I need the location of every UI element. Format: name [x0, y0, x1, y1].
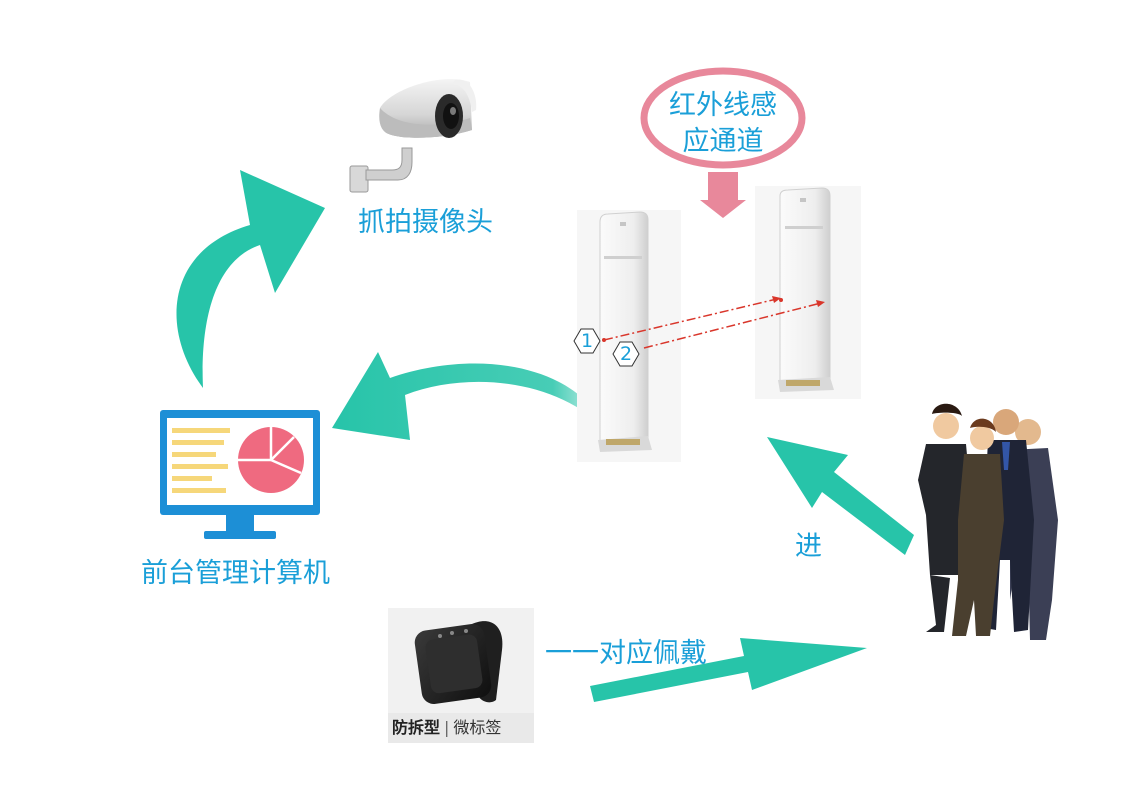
- tag-name: 微标签: [453, 718, 502, 737]
- infrared-beams: [603, 296, 826, 349]
- channel-label-line1: 红外线感: [669, 90, 777, 121]
- infrared-gate-right: [755, 186, 861, 399]
- camera-label: 抓拍摄像头: [358, 207, 493, 238]
- channel-label: 红外线感 应通道: [649, 88, 797, 160]
- tag-caption: 防拆型|微标签: [388, 713, 534, 743]
- arrow-enter: [767, 437, 914, 555]
- sensor-marker-shapes: [573, 328, 640, 367]
- sensor-number-2: 2: [619, 343, 633, 365]
- computer-label: 前台管理计算机: [141, 558, 330, 589]
- enter-label: 进: [795, 531, 822, 562]
- tag-type: 防拆型: [392, 718, 441, 737]
- arrow-gate-to-computer: [332, 352, 608, 440]
- sensor-number-1: 1: [580, 330, 594, 352]
- tag-separator: |: [444, 718, 450, 737]
- channel-label-line2: 应通道: [682, 126, 764, 157]
- channel-bubble: [640, 67, 806, 218]
- infrared-gate-left: [577, 210, 681, 462]
- arrow-to-camera: [176, 170, 325, 388]
- computer-monitor-icon: [160, 410, 320, 539]
- arrow-wear: [590, 638, 867, 702]
- people-group-icon: [918, 403, 1058, 640]
- camera-icon: [349, 79, 477, 193]
- wear-label: 一一对应佩戴: [545, 638, 707, 669]
